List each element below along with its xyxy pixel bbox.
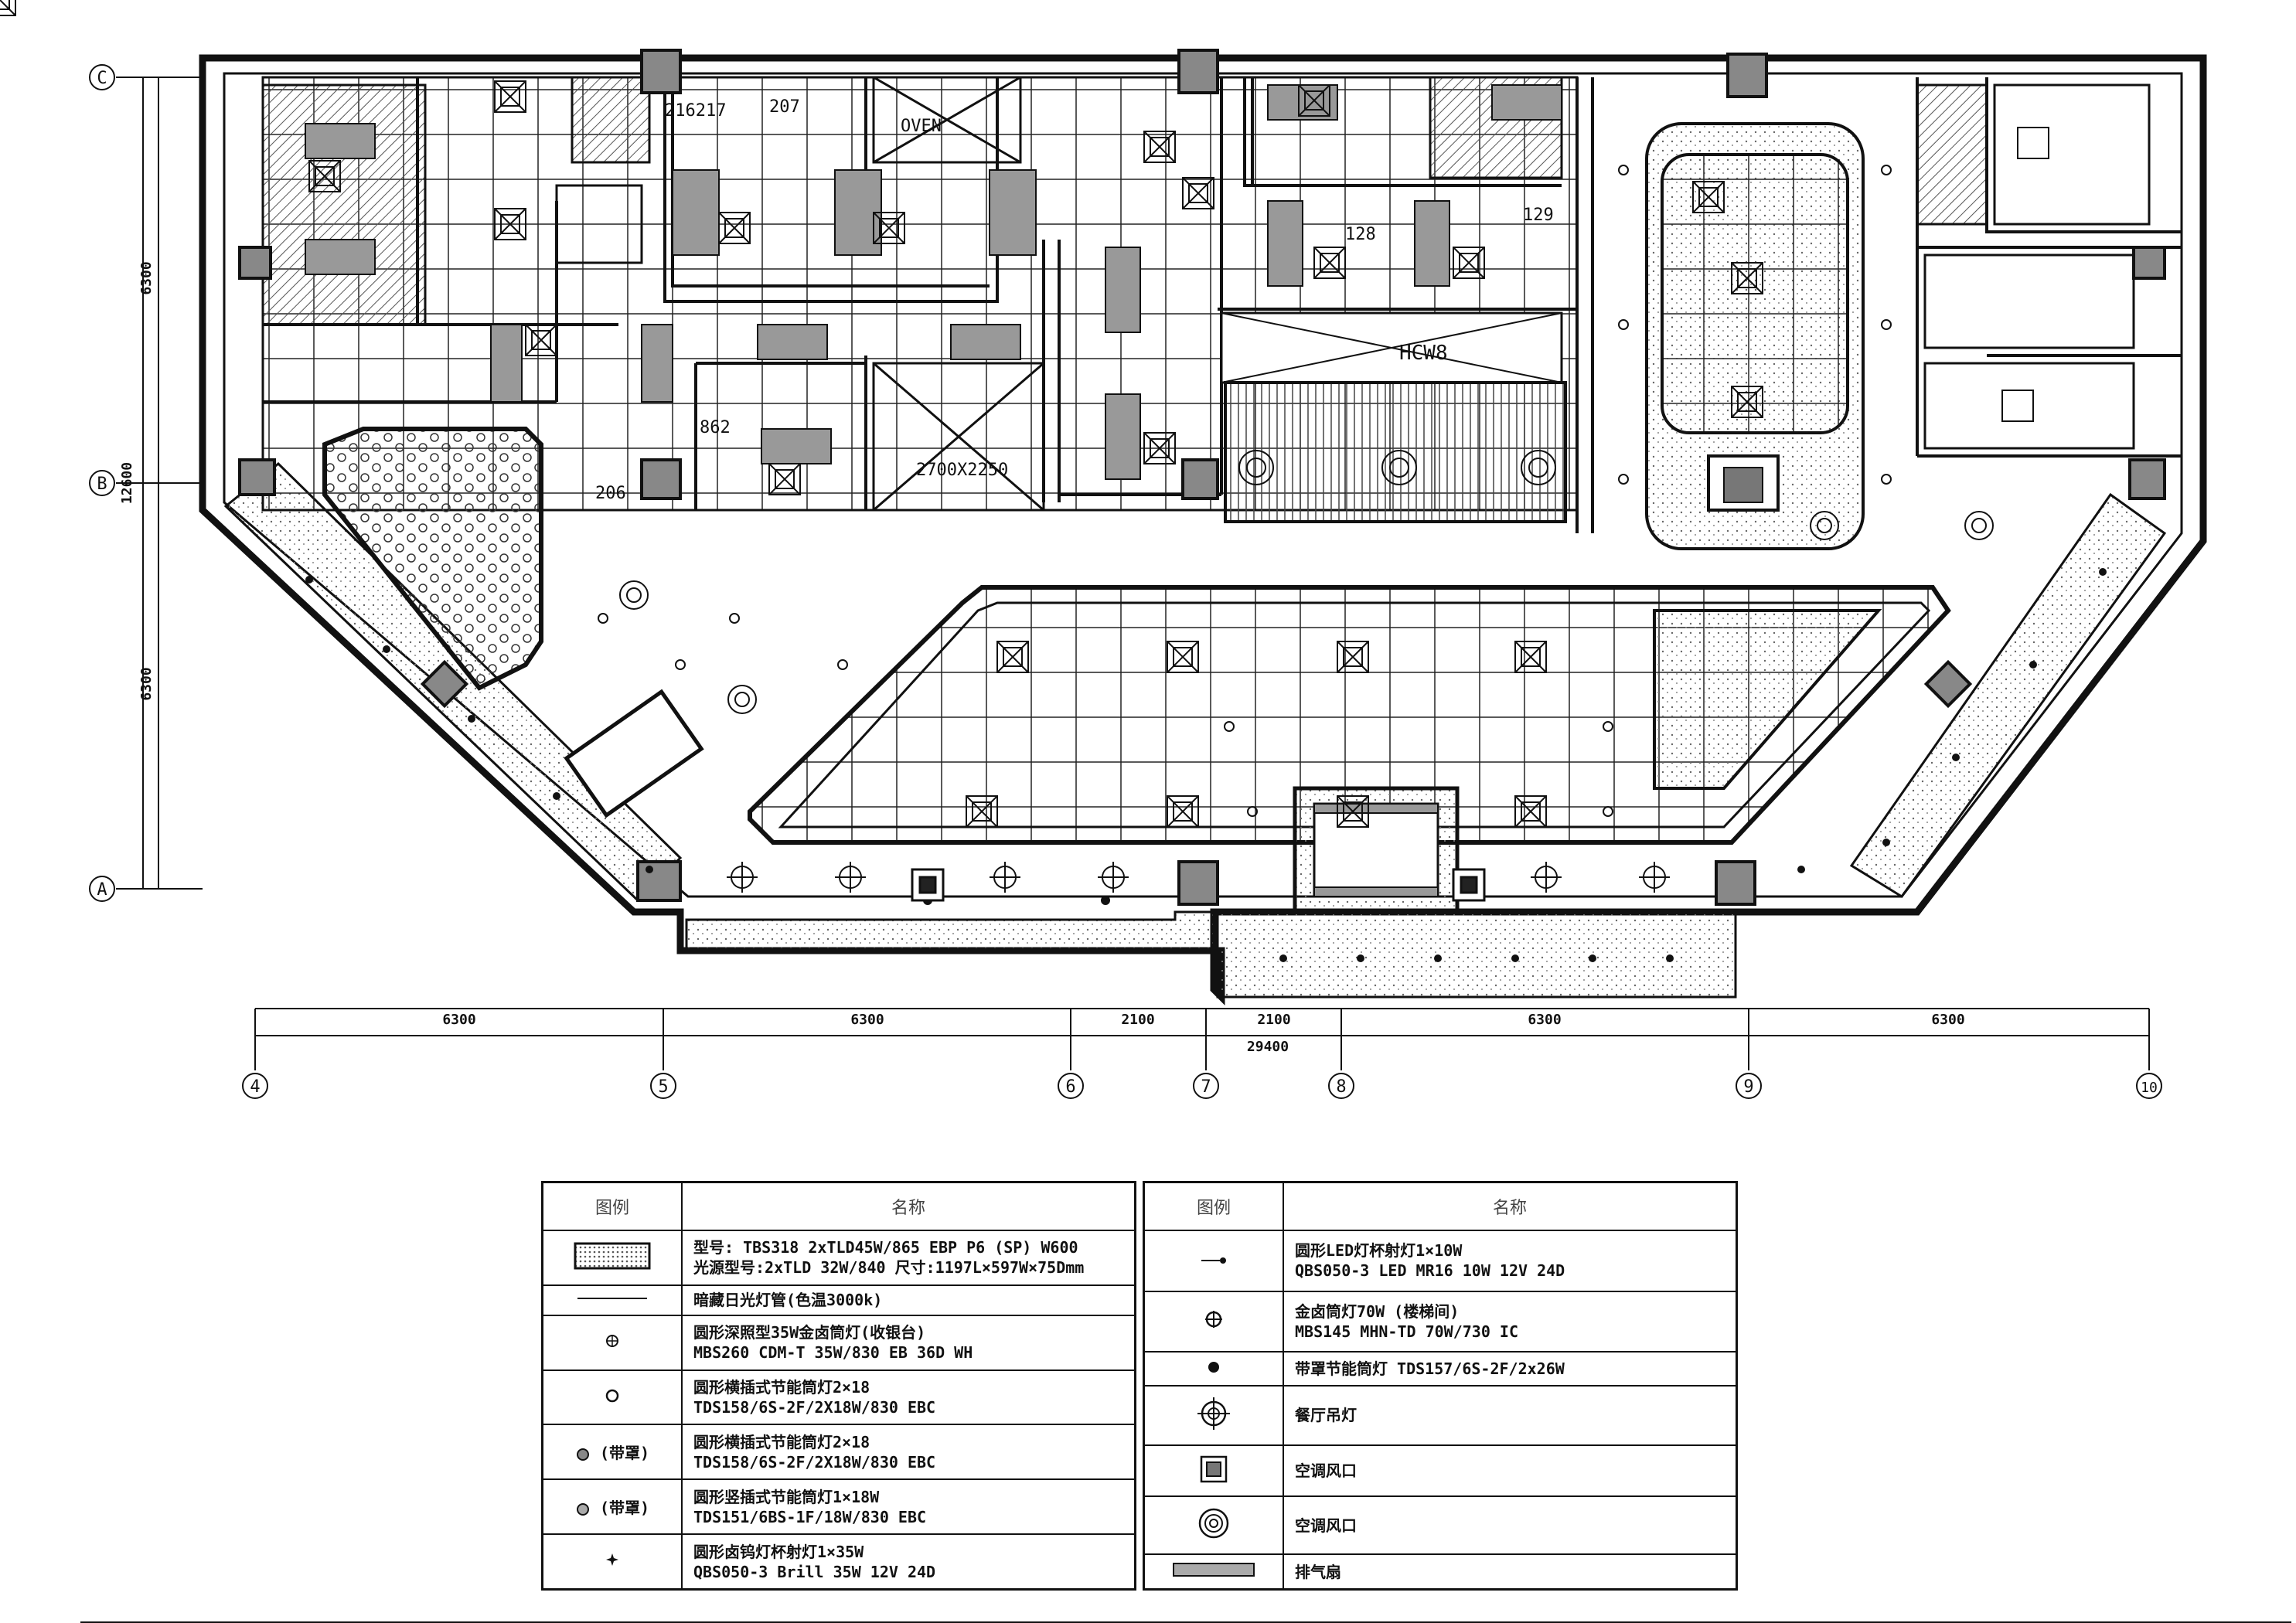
dim-v-2: 6300 <box>138 667 155 700</box>
legend-header-symbol-2: 图例 <box>1143 1181 1284 1231</box>
legend-item-13: 空调风口 <box>1283 1495 1738 1556</box>
right-rooms <box>1645 77 2182 550</box>
legend-header-name: 名称 <box>681 1181 1136 1231</box>
room-label-207: 207 <box>769 97 800 117</box>
legend-item-3: 圆形深照型35W金卤筒灯(收银台) MBS260 CDM-T 35W/830 E… <box>681 1314 1136 1371</box>
axis-label-4: 4 <box>250 1077 260 1097</box>
horizontal-downlight-icon <box>541 1369 683 1426</box>
axis-label-5: 5 <box>658 1077 668 1097</box>
fluorescent-panel-icon <box>541 1230 683 1286</box>
round-vents <box>619 511 1994 714</box>
halogen-spotlight-icon <box>541 1533 683 1591</box>
legend-header-name-2: 名称 <box>1283 1181 1738 1231</box>
legend-item-10: 带罩节能筒灯 TDS157/6S-2F/2x26W <box>1283 1351 1738 1387</box>
fluorescent-panels <box>305 84 1562 480</box>
lighting-legend: 图例 名称 型号: TBS318 2xTLD45W/865 EBP P6 (SP… <box>541 1181 1738 1591</box>
dining-ceiling <box>748 585 1951 914</box>
axis-label-b: B <box>97 475 107 494</box>
axis-bubble-8 <box>1328 1073 1354 1099</box>
axis-bubble-6 <box>1058 1073 1084 1099</box>
dim-h-6: 6300 <box>1931 1012 1964 1028</box>
ac-vent-square-icon <box>1143 1444 1284 1498</box>
ac-vents-upper <box>0 0 1485 495</box>
legend-item-14: 排气扇 <box>1283 1553 1738 1591</box>
room-label-2700x2250: 2700X2250 <box>916 461 1008 480</box>
axis-bubble-9 <box>1736 1073 1762 1099</box>
energy-downlight-icon <box>1143 1351 1284 1387</box>
axis-label-a: A <box>97 880 107 900</box>
downlights <box>305 568 2107 962</box>
legend-item-9: 金卤筒灯70W (楼梯间) MBS145 MHN-TD 70W/730 IC <box>1283 1290 1738 1353</box>
room-label-206: 206 <box>595 484 626 503</box>
room-label-862: 862 <box>700 418 731 437</box>
legend-table-right: 图例 名称 圆形LED灯杯射灯1×10W QBS050-3 LED MR16 1… <box>1143 1181 1738 1591</box>
legend-item-2: 暗藏日光灯管(色温3000k) <box>681 1284 1136 1316</box>
axis-bubble-b <box>89 470 115 496</box>
axis-bubble-c <box>89 64 115 90</box>
metal-halide-70w-icon <box>1143 1290 1284 1353</box>
chandeliers <box>727 862 1670 893</box>
legend-item-5: 圆形横插式节能筒灯2×18 TDS158/6S-2F/2X18W/830 EBC <box>681 1424 1136 1481</box>
axis-label-10: 10 <box>2141 1080 2158 1096</box>
room-label-216217: 216217 <box>665 101 726 121</box>
dim-h-1: 6300 <box>442 1012 475 1028</box>
axis-label-8: 8 <box>1336 1077 1346 1097</box>
dim-h-5: 6300 <box>1528 1012 1561 1028</box>
axis-bubble-10 <box>2136 1073 2162 1099</box>
metal-halide-downlight-icon <box>541 1314 683 1371</box>
legend-item-12: 空调风口 <box>1283 1444 1738 1498</box>
axis-labels: C B A 4 5 6 7 8 9 10 <box>97 69 2157 1097</box>
chandelier-icon <box>1143 1384 1284 1447</box>
vertical-downlight-icon: (带罩) <box>541 1478 683 1536</box>
covered-downlight-icon: (带罩) <box>541 1424 683 1481</box>
axis-bubble-7 <box>1193 1073 1219 1099</box>
axis-label-9: 9 <box>1743 1077 1753 1097</box>
room-label-oven: OVEN <box>901 117 942 136</box>
led-spotlight-icon <box>1143 1230 1284 1292</box>
axis-bubble-5 <box>650 1073 676 1099</box>
ac-vent-round-icon <box>1143 1495 1284 1556</box>
dim-h-4: 2100 <box>1257 1012 1290 1028</box>
room-label-128: 128 <box>1345 225 1376 244</box>
concealed-tube-icon <box>541 1284 683 1316</box>
legend-item-7: 圆形卤钨灯杯射灯1×35W QBS050-3 Brill 35W 12V 24D <box>681 1533 1136 1591</box>
legend-item-1: 型号: TBS318 2xTLD45W/865 EBP P6 (SP) W600… <box>681 1230 1136 1286</box>
room-labels: 216217 207 OVEN HCW8 2700X2250 206 128 1… <box>595 97 1554 503</box>
dim-h-3: 2100 <box>1121 1012 1154 1028</box>
legend-item-6: 圆形竖插式节能筒灯1×18W TDS151/6BS-1F/18W/830 EBC <box>681 1478 1136 1536</box>
dim-h-2: 6300 <box>850 1012 884 1028</box>
axis-lines <box>89 64 2162 1099</box>
legend-header-symbol: 图例 <box>541 1181 683 1231</box>
ceiling-lighting-plan: 216217 207 OVEN HCW8 2700X2250 206 128 1… <box>0 0 2207 1099</box>
axis-label-c: C <box>97 69 107 88</box>
axis-bubble-a <box>89 876 115 902</box>
dim-h-total: 29400 <box>1247 1039 1289 1055</box>
sheet-border-line <box>80 1621 2291 1623</box>
dimension-labels: 6300 6300 2100 2100 6300 6300 29400 6300… <box>119 261 1965 1055</box>
legend-item-8: 圆形LED灯杯射灯1×10W QBS050-3 LED MR16 10W 12V… <box>1283 1230 1738 1292</box>
legend-item-4: 圆形横插式节能筒灯2×18 TDS158/6S-2F/2X18W/830 EBC <box>681 1369 1136 1426</box>
exhaust-squares <box>911 868 1486 902</box>
dim-v-total: 12600 <box>119 462 135 504</box>
legend-item-11: 餐厅吊灯 <box>1283 1384 1738 1447</box>
axis-label-6: 6 <box>1065 1077 1075 1097</box>
led-spots <box>598 165 1892 817</box>
dim-v-1: 6300 <box>138 261 155 294</box>
legend-table-left: 图例 名称 型号: TBS318 2xTLD45W/865 EBP P6 (SP… <box>541 1181 1136 1591</box>
room-label-129: 129 <box>1523 206 1554 225</box>
room-label-hcw8: HCW8 <box>1399 342 1448 365</box>
cashier-zone <box>322 427 704 818</box>
exhaust-fan-icon <box>1143 1553 1284 1591</box>
axis-label-7: 7 <box>1201 1077 1211 1097</box>
axis-bubble-4 <box>242 1073 268 1099</box>
